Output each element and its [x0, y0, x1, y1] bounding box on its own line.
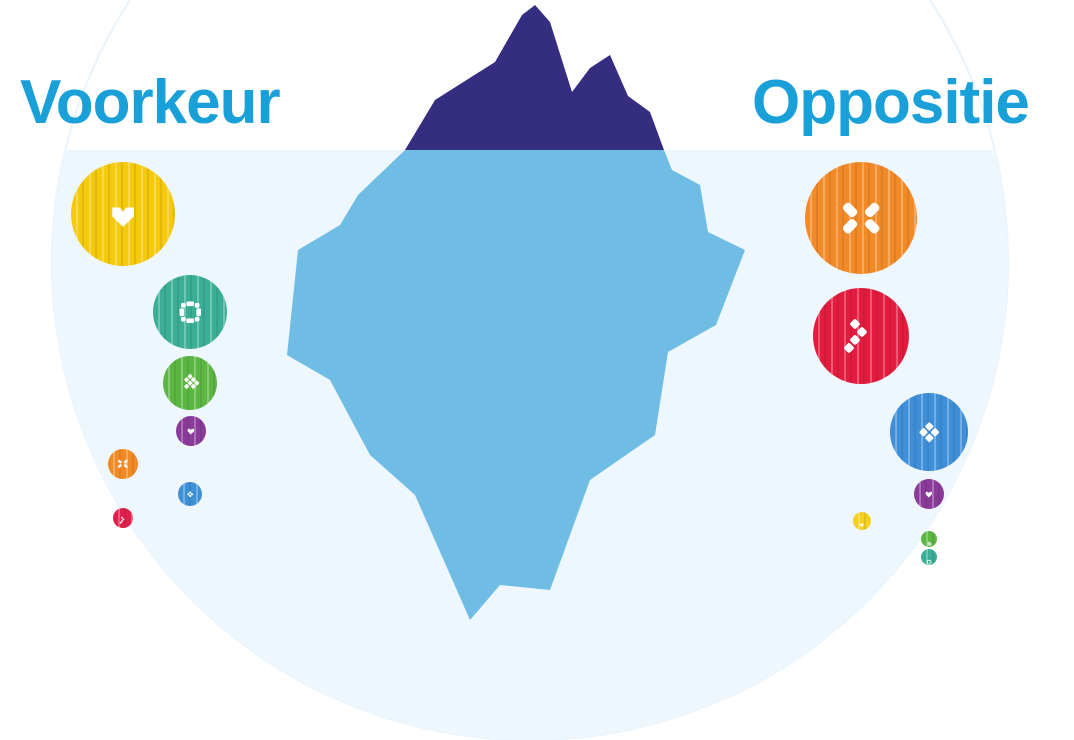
cross-icon [115, 456, 131, 472]
opposition-bubble [914, 479, 944, 509]
arrow-icon [118, 513, 128, 525]
cross-icon [832, 189, 890, 247]
heart-icon [183, 423, 199, 439]
heart-icon [857, 516, 866, 527]
arrow-icon [836, 311, 886, 361]
ring-icon [171, 293, 209, 331]
grid-icon [925, 535, 933, 546]
preference-bubble [176, 416, 206, 446]
opposition-bubble [921, 549, 937, 565]
opposition-bubble [890, 393, 968, 471]
iceberg-tip [405, 5, 664, 150]
opposition-title: Oppositie [752, 68, 1030, 137]
opposition-bubble [921, 531, 937, 547]
preference-bubble [178, 482, 202, 506]
preference-bubble [163, 356, 217, 410]
grid-icon [176, 369, 204, 397]
preference-bubble [71, 162, 175, 266]
opposition-bubble [813, 288, 909, 384]
opposition-bubble [805, 162, 917, 274]
heart-icon [921, 486, 937, 502]
preference-bubble [153, 275, 227, 349]
opposition-bubble [853, 512, 871, 530]
preference-bubble [108, 449, 138, 479]
ring-icon [925, 553, 933, 565]
heart-icon [96, 187, 150, 241]
preference-bubble [113, 508, 133, 528]
preference-title: Voorkeur [20, 68, 281, 137]
diamond-icon [184, 488, 196, 500]
diamond-icon [909, 412, 950, 453]
iceberg-underwater [287, 150, 745, 620]
